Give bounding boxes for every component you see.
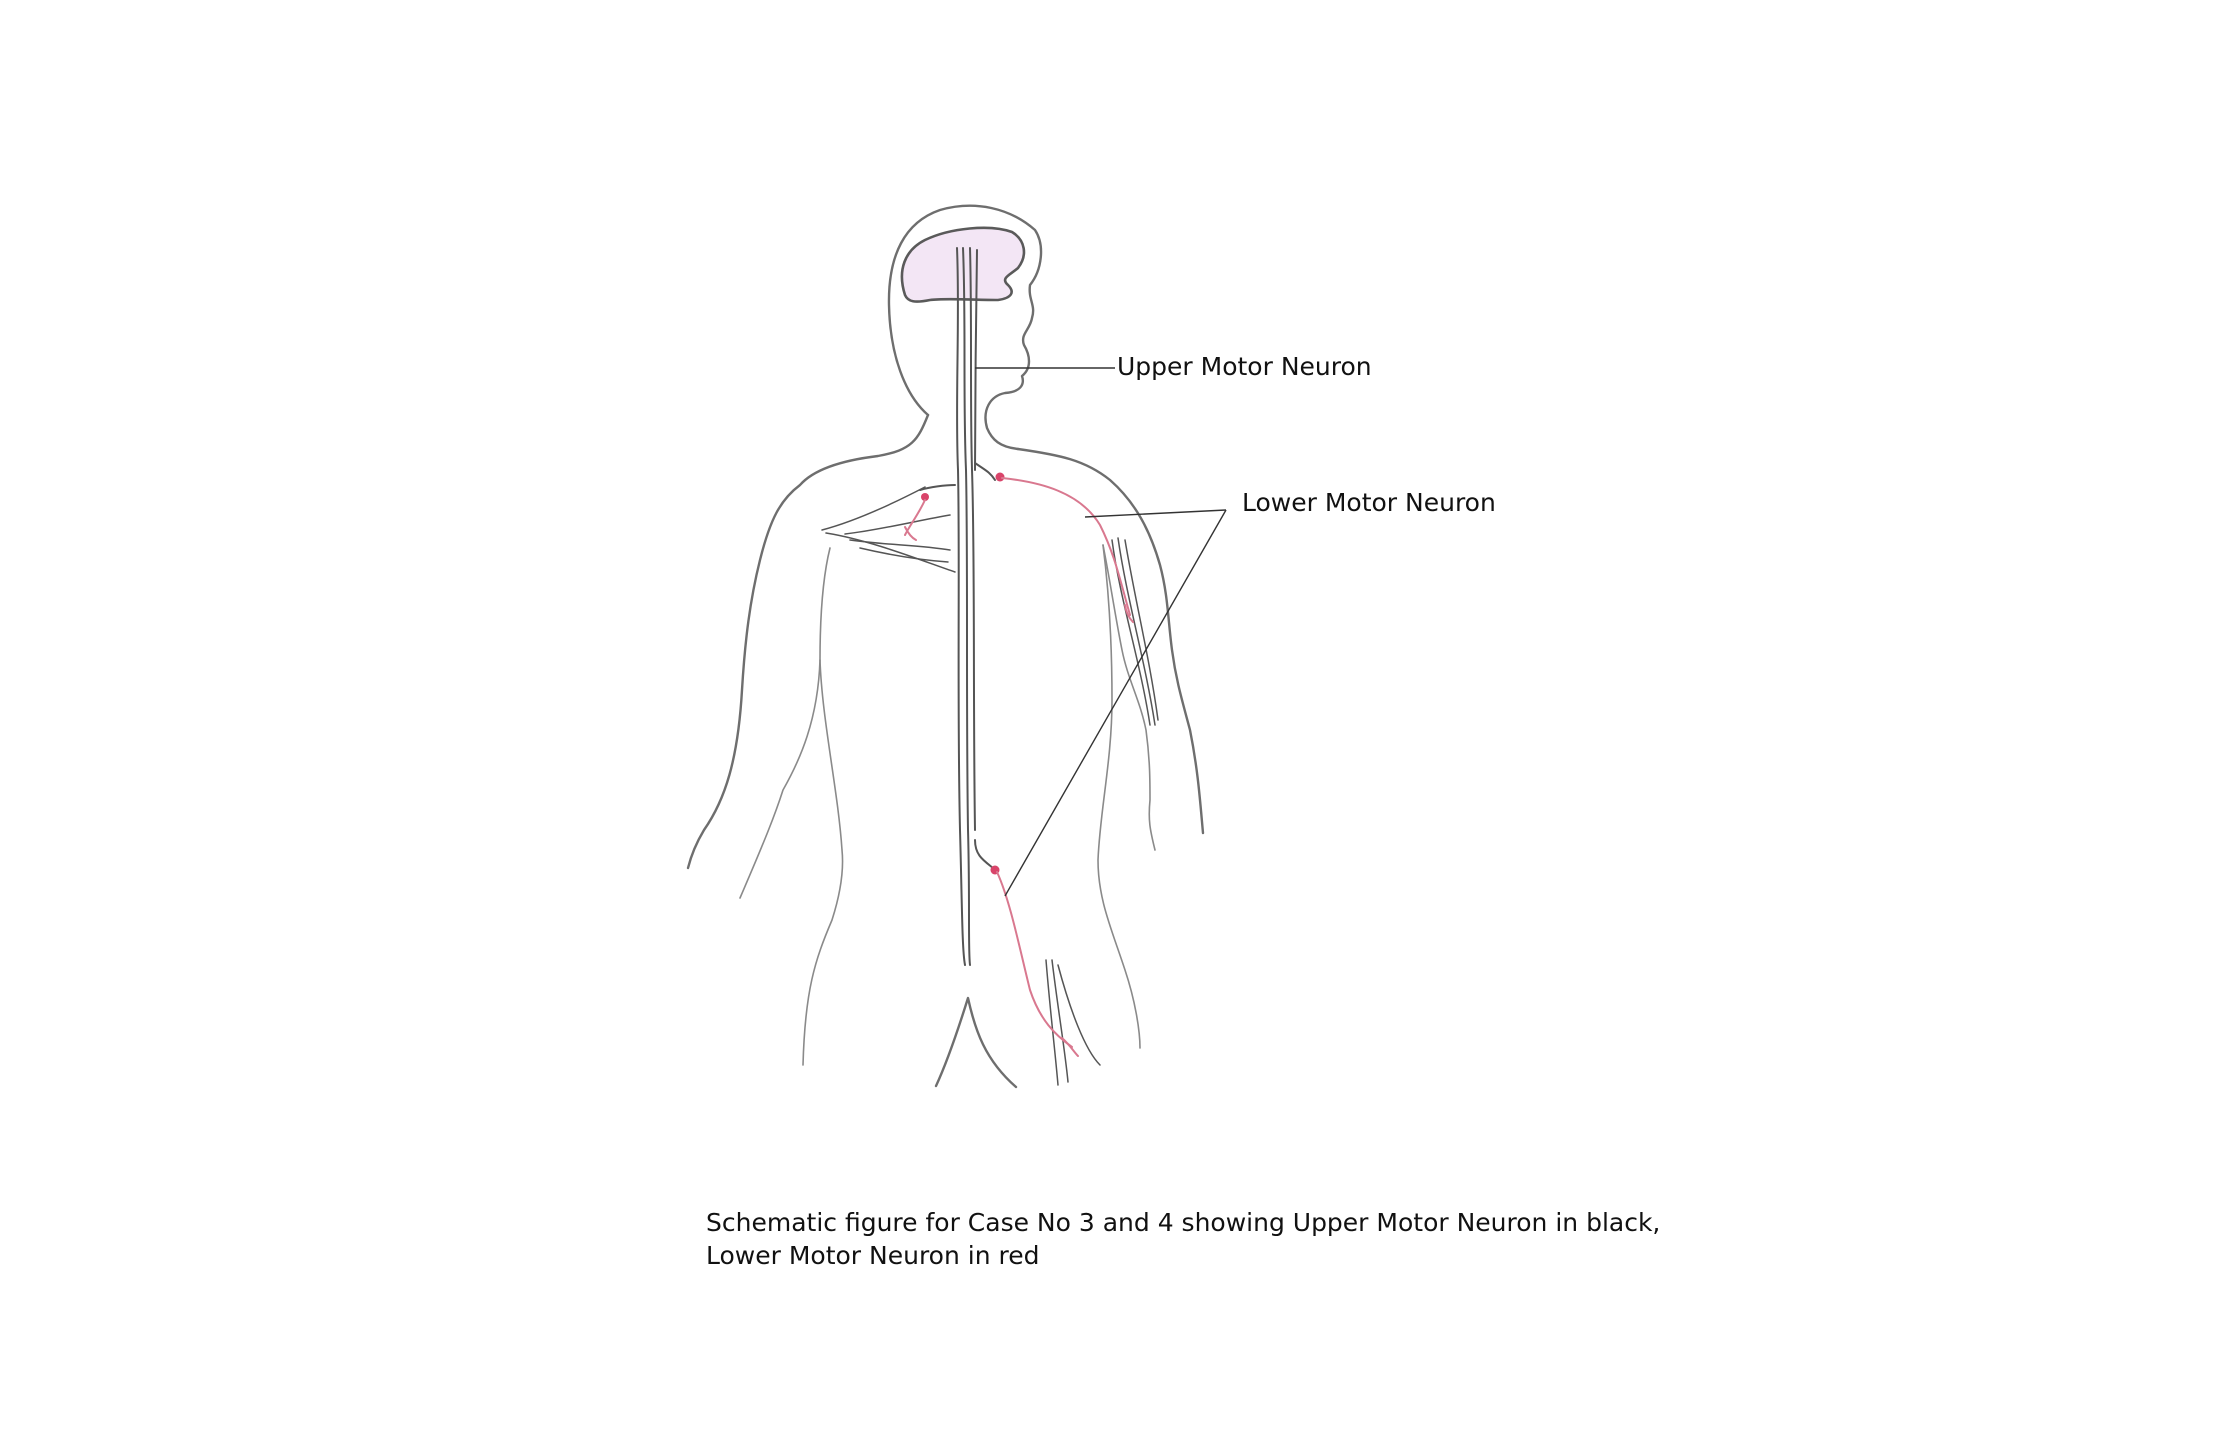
head-outline bbox=[887, 204, 1043, 451]
lower-motor-neuron-right-arm bbox=[995, 472, 1134, 623]
torso-left-line bbox=[802, 659, 844, 1066]
caption-line-1: Schematic figure for Case No 3 and 4 sho… bbox=[706, 1208, 1661, 1237]
torso-right-line bbox=[1097, 544, 1141, 1049]
body-outline-right bbox=[1016, 447, 1205, 835]
lower-motor-neuron-leader-line-upper bbox=[1084, 509, 1227, 518]
crotch-outline bbox=[934, 996, 1018, 1089]
figure-caption: Schematic figure for Case No 3 and 4 sho… bbox=[706, 1206, 1660, 1272]
lower-motor-neuron-left-shoulder bbox=[904, 493, 929, 541]
lower-motor-neuron-leader-line-lower bbox=[1004, 509, 1227, 897]
caption-line-2: Lower Motor Neuron in red bbox=[706, 1241, 1040, 1270]
right-arm-inner bbox=[1102, 544, 1156, 851]
left-arm-inner bbox=[739, 547, 831, 899]
upper-motor-neuron-label: Upper Motor Neuron bbox=[1117, 352, 1372, 381]
body-outline-left bbox=[686, 413, 930, 870]
left-shoulder-muscle bbox=[821, 486, 956, 573]
lower-motor-neuron-label: Lower Motor Neuron bbox=[1242, 488, 1496, 517]
lower-motor-neuron-leg bbox=[990, 865, 1079, 1057]
upper-motor-neuron-tract bbox=[919, 247, 996, 966]
thigh-muscle bbox=[1045, 959, 1101, 1086]
